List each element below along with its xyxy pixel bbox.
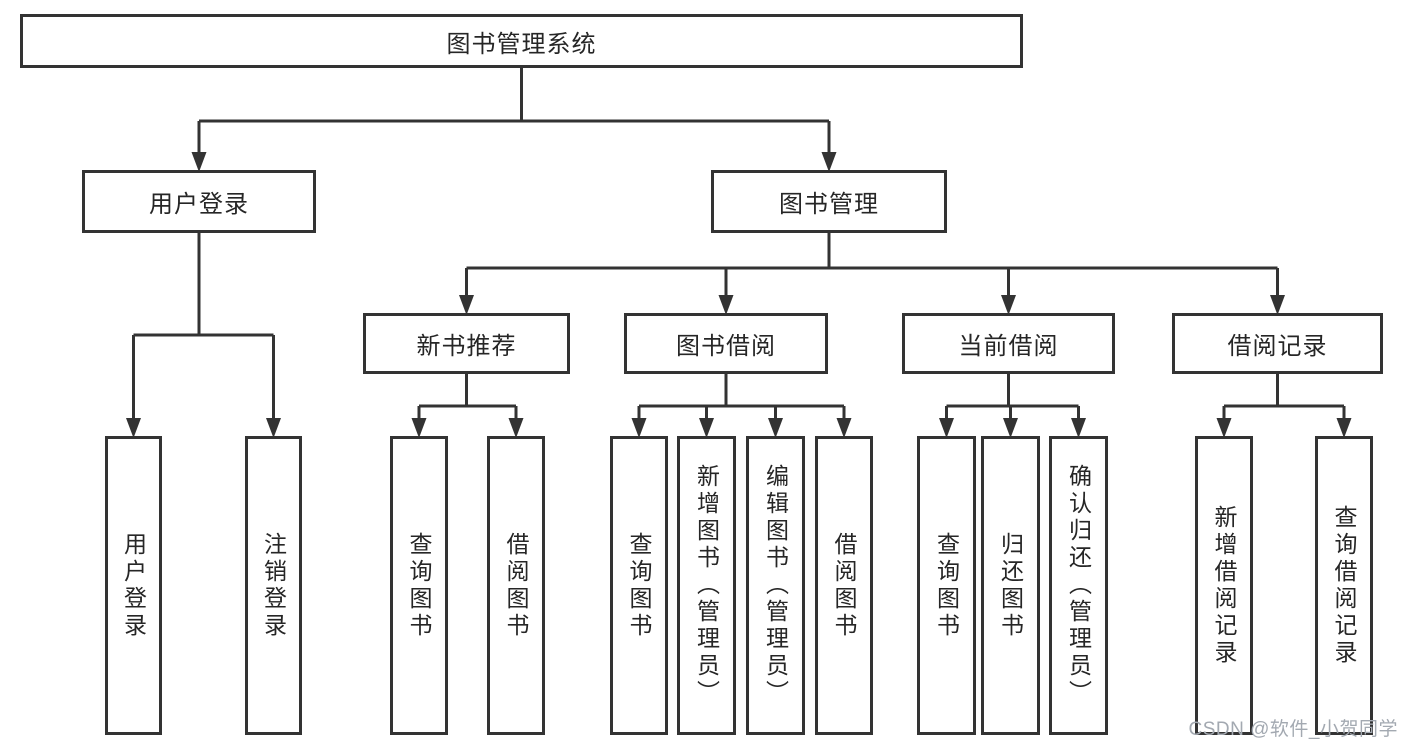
arrowhead-icon bbox=[266, 418, 281, 438]
node-library-management-system: 图书管理系统 bbox=[20, 14, 1023, 68]
node-label-user-login: 用户登录 bbox=[149, 191, 249, 218]
node-label-borrowing-records: 借阅记录 bbox=[1227, 333, 1328, 360]
node-nbr-borrow-books: 借阅图书 bbox=[487, 436, 545, 735]
node-cb-return-books: 归还图书 bbox=[981, 436, 1040, 735]
arrowhead-icon bbox=[126, 418, 141, 438]
node-book-management: 图书管理 bbox=[711, 170, 947, 233]
node-br-query-record: 查询借阅记录 bbox=[1315, 436, 1373, 735]
arrowhead-icon bbox=[1001, 295, 1016, 315]
node-label-nbr-borrow-books: 借阅图书 bbox=[503, 531, 529, 640]
node-label-cb-query-books: 查询图书 bbox=[933, 531, 960, 640]
arrowhead-icon bbox=[1216, 418, 1232, 438]
node-nbr-query-books: 查询图书 bbox=[390, 436, 448, 735]
arrowhead-icon bbox=[411, 418, 427, 438]
node-bb-borrow-books: 借阅图书 bbox=[815, 436, 873, 735]
arrowhead-icon bbox=[1071, 418, 1086, 438]
node-label-logout-leaf: 注销登录 bbox=[260, 531, 287, 640]
node-cb-confirm-return-admin: 确认归还（管理员） bbox=[1049, 436, 1108, 735]
node-label-bb-query-books: 查询图书 bbox=[626, 531, 652, 640]
node-logout-leaf: 注销登录 bbox=[245, 436, 302, 735]
arrowhead-icon bbox=[699, 418, 714, 438]
arrowhead-icon bbox=[1336, 418, 1352, 438]
node-label-book-management: 图书管理 bbox=[779, 191, 879, 218]
node-label-cb-confirm-return-admin: 确认归还（管理员） bbox=[1065, 464, 1092, 707]
node-new-book-recommend: 新书推荐 bbox=[363, 313, 570, 374]
node-cb-query-books: 查询图书 bbox=[917, 436, 976, 735]
arrowhead-icon bbox=[821, 152, 837, 172]
node-label-br-query-record: 查询借阅记录 bbox=[1331, 504, 1357, 667]
node-label-br-add-record: 新增借阅记录 bbox=[1211, 504, 1237, 667]
node-bb-query-books: 查询图书 bbox=[610, 436, 668, 735]
arrowhead-icon bbox=[768, 418, 783, 438]
arrowhead-icon bbox=[191, 152, 207, 172]
arrowhead-icon bbox=[939, 418, 954, 438]
node-label-nbr-query-books: 查询图书 bbox=[406, 531, 432, 640]
arrowhead-icon bbox=[718, 295, 734, 315]
watermark: CSDN @软件_小贺同学 bbox=[1188, 719, 1398, 740]
node-label-new-book-recommend: 新书推荐 bbox=[416, 333, 517, 360]
arrowhead-icon bbox=[1270, 295, 1285, 315]
node-br-add-record: 新增借阅记录 bbox=[1195, 436, 1253, 735]
arrowhead-icon bbox=[836, 418, 852, 438]
node-current-borrowing: 当前借阅 bbox=[902, 313, 1115, 374]
node-label-bb-edit-books-admin: 编辑图书（管理员） bbox=[762, 464, 789, 707]
node-label-bb-borrow-books: 借阅图书 bbox=[831, 531, 857, 640]
node-user-login: 用户登录 bbox=[82, 170, 316, 233]
node-borrowing-records: 借阅记录 bbox=[1172, 313, 1383, 374]
node-label-library-management-system: 图书管理系统 bbox=[446, 30, 597, 58]
node-label-current-borrowing: 当前借阅 bbox=[958, 333, 1059, 360]
node-bb-add-books-admin: 新增图书（管理员） bbox=[677, 436, 736, 735]
arrowhead-icon bbox=[508, 418, 524, 438]
node-label-login-leaf: 用户登录 bbox=[120, 531, 147, 640]
node-book-borrowing: 图书借阅 bbox=[624, 313, 828, 374]
arrowhead-icon bbox=[631, 418, 647, 438]
node-label-cb-return-books: 归还图书 bbox=[997, 531, 1024, 640]
arrowhead-icon bbox=[1003, 418, 1018, 438]
node-bb-edit-books-admin: 编辑图书（管理员） bbox=[746, 436, 805, 735]
node-label-book-borrowing: 图书借阅 bbox=[676, 333, 776, 360]
node-label-bb-add-books-admin: 新增图书（管理员） bbox=[693, 464, 720, 707]
node-login-leaf: 用户登录 bbox=[105, 436, 162, 735]
arrowhead-icon bbox=[459, 295, 474, 315]
